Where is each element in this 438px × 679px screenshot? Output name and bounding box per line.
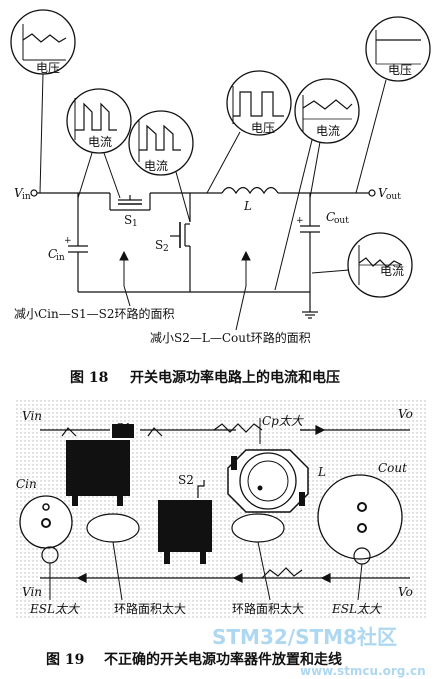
voltage-bubble-switch-node: 电压	[226, 70, 292, 136]
current-label-inductor: 电流	[316, 124, 340, 138]
fig19-caption-number: 图 19	[46, 652, 84, 668]
esl-left-label: ESL太大	[29, 602, 80, 616]
loop-area-ellipse-1	[86, 513, 140, 543]
inductor-label: L	[317, 465, 326, 479]
cin-sub: in	[56, 253, 65, 263]
inductor-label: L	[243, 199, 252, 213]
fig18-caption-number: 图 18	[70, 370, 108, 386]
vo-top-label: Vo	[398, 407, 413, 421]
current-label-input: 电流	[88, 135, 112, 149]
current-bubble-switch: 电流	[128, 110, 194, 176]
current-bubble-cout: 电流	[347, 232, 413, 298]
cin-label: C	[48, 247, 57, 261]
pointer-switch-node	[206, 131, 241, 194]
vout-sub: out	[386, 192, 401, 202]
watermark-url: www.stmcu.org.cn	[300, 664, 426, 678]
s1-package: S1	[66, 421, 134, 506]
current-bubble-input: 电流	[66, 88, 132, 154]
cout-label: Cout	[378, 461, 407, 475]
pointer-switch-current	[175, 171, 191, 223]
loop-arrows	[119, 250, 251, 286]
s1-label: S	[124, 213, 132, 227]
voltage-label-vout: 电压	[388, 63, 412, 77]
pointer-inductor-current-b	[309, 141, 321, 199]
vin-top-label: Vin	[22, 409, 42, 423]
loop-area-ellipse-2	[231, 513, 285, 543]
loop-area-label-2: 环路面积太大	[232, 601, 304, 616]
inductor-package: Cp太大 L	[227, 414, 326, 513]
bottom-trace	[40, 567, 410, 583]
voltage-label-switch-node: 电压	[251, 121, 275, 135]
figure-19: Vin Vo S1 S2 Cp太大 L	[16, 400, 426, 668]
current-label-switch: 电流	[144, 159, 168, 173]
s1-sub: 1	[132, 219, 138, 229]
cp-label: Cp太大	[262, 414, 304, 428]
loop1-note: 减小Cin—S1—S2环路的面积	[14, 306, 174, 321]
watermark-title: STM32/STM8社区	[212, 625, 397, 649]
pointer-inductor-current-a	[274, 139, 313, 291]
fig18-caption-text: 开关电源功率电路上的电流和电压	[130, 369, 340, 386]
cout-package: Cout	[317, 461, 407, 565]
vin-bottom-label: Vin	[22, 585, 42, 599]
fig19-caption-text: 不正确的开关电源功率器件放置和走线	[104, 651, 342, 668]
vin-label: V	[14, 186, 24, 200]
s1-label: S1	[116, 421, 132, 435]
current-label-cout: 电流	[380, 264, 404, 278]
pointer-vout	[355, 79, 387, 194]
top-trace	[40, 423, 410, 437]
cout-label: C	[326, 210, 335, 224]
loop2-note: 减小S2—L—Cout环路的面积	[150, 330, 311, 345]
watermark: STM32/STM8社区 www.stmcu.org.cn	[212, 625, 426, 678]
pointer-cout-current	[311, 269, 350, 274]
s2-label: S2	[178, 473, 194, 487]
loop-area-label-1: 环路面积太大	[114, 601, 186, 616]
cout-sub: out	[334, 216, 349, 226]
voltage-bubble-vin: 电压	[10, 9, 76, 75]
vin-sub: in	[22, 192, 31, 202]
esl-right-label: ESL太大	[331, 602, 382, 616]
vo-bottom-label: Vo	[398, 585, 413, 599]
cin-label: Cin	[16, 477, 37, 491]
power-circuit	[30, 186, 376, 319]
pointer-input-current-a	[77, 152, 93, 199]
svg-text:+: +	[296, 216, 304, 226]
figure-18: 电压 电流 电流 电压	[10, 9, 431, 386]
svg-text:+: +	[64, 236, 72, 246]
voltage-bubble-vout: 电压	[365, 16, 431, 82]
s2-sub: 2	[163, 244, 169, 254]
current-bubble-inductor: 电流	[294, 78, 360, 144]
vout-label: V	[378, 186, 388, 200]
s2-label: S	[155, 238, 163, 252]
pointer-input-current-b	[103, 152, 121, 199]
voltage-label-vin: 电压	[36, 61, 60, 75]
cin-package: Cin	[16, 477, 73, 564]
s2-package: S2	[158, 473, 212, 564]
pointer-vin	[39, 73, 44, 194]
